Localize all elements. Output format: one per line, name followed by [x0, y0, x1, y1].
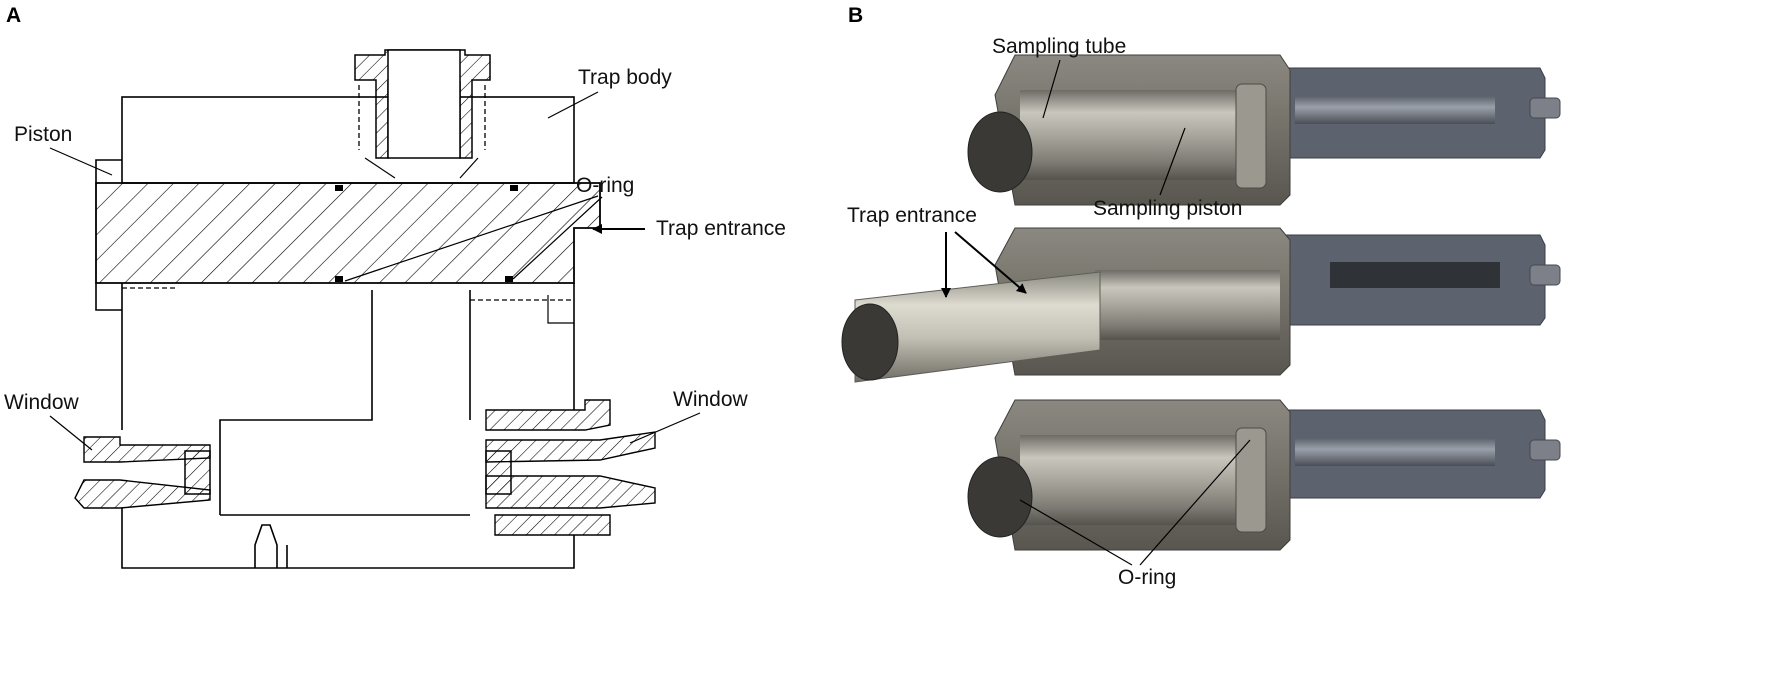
label-trap-body: Trap body [578, 66, 672, 89]
leader-sampling-piston [1159, 127, 1186, 196]
leader-window-right [629, 412, 701, 444]
leader-o-ring-a-2 [512, 196, 603, 280]
piston-foot [95, 283, 122, 311]
arrow-trap-entrance-b-2 [954, 231, 1027, 294]
o-ring-3 [335, 276, 343, 282]
right-window-glass [485, 450, 512, 495]
tube-end-cap-1 [967, 111, 1033, 193]
panel-a: A [4, 4, 786, 569]
sampler-device-3 [967, 399, 1561, 551]
rear-shaft-2 [1529, 264, 1561, 286]
rear-shaft-3 [1529, 439, 1561, 461]
top-fitting-taper [364, 157, 479, 179]
tube-end-cap-3 [967, 456, 1033, 538]
lower-chamber-thread [122, 287, 574, 301]
piston-collar-3 [1235, 427, 1267, 533]
left-window-flange-bottom [74, 479, 211, 509]
leader-window-left [49, 415, 93, 451]
label-trap-entrance-a: Trap entrance [656, 217, 786, 240]
label-window-left: Window [4, 391, 80, 414]
sampling-tube-1 [1020, 90, 1240, 180]
trap-base [121, 508, 575, 569]
leader-o-ring-b-2 [1139, 439, 1251, 566]
top-fitting-bore [387, 49, 461, 159]
right-window-flange-low [485, 475, 656, 509]
label-o-ring-b: O-ring [1118, 566, 1176, 589]
label-o-ring-a: O-ring [576, 174, 634, 197]
o-ring-1 [335, 185, 343, 191]
left-window-glass [184, 450, 211, 495]
lower-chamber-walls [121, 283, 575, 515]
rear-rod-1 [1295, 96, 1495, 124]
panel-a-letter: A [6, 4, 21, 27]
piston-step [95, 159, 122, 183]
right-window-flange-bottom [494, 514, 611, 536]
rear-rod-3 [1295, 438, 1495, 466]
leader-o-ring-a-1 [344, 195, 599, 282]
sampler-device-2 [841, 227, 1561, 383]
rear-rod-2 [1330, 262, 1500, 288]
base-outlet [254, 524, 288, 568]
label-piston-a: Piston [14, 123, 72, 146]
label-trap-entrance-b: Trap entrance [847, 204, 977, 227]
leader-o-ring-b-1 [1019, 499, 1133, 566]
sampling-tube-3 [1020, 435, 1240, 525]
sampler-device-1 [967, 54, 1561, 206]
rear-shaft-1 [1529, 97, 1561, 119]
lower-chamber-step [547, 295, 574, 324]
panel-b: B [841, 4, 1561, 589]
right-window-flange-top [485, 399, 611, 431]
piston-collar-1 [1235, 83, 1267, 189]
leader-sampling-tube [1042, 59, 1061, 119]
trap-body-upper [121, 96, 575, 184]
tube-end-cap-2 [841, 303, 899, 381]
label-window-right: Window [673, 388, 749, 411]
o-ring-4 [505, 276, 513, 282]
top-fitting-thread [358, 85, 486, 150]
trap-body-drawing [74, 49, 656, 569]
label-sampling-piston: Sampling piston [1093, 197, 1242, 220]
leader-trap-body [547, 91, 599, 119]
o-ring-2 [510, 185, 518, 191]
label-sampling-tube: Sampling tube [992, 35, 1126, 58]
leader-piston [49, 147, 113, 176]
panel-b-letter: B [848, 4, 863, 27]
inner-tube-2 [1095, 270, 1280, 340]
